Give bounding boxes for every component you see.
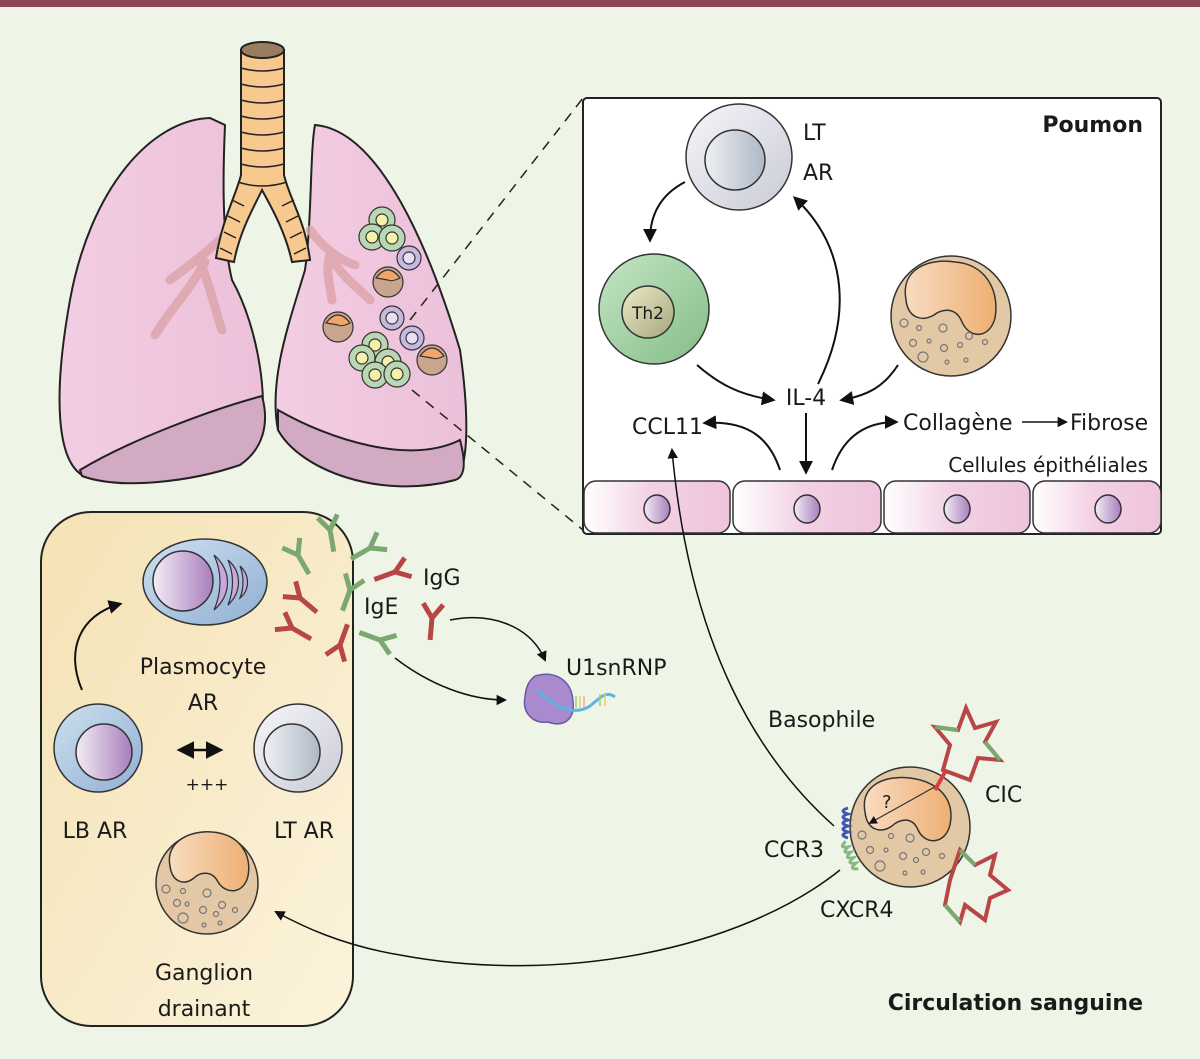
immune-complex-bottom [942, 846, 1012, 927]
top-accent-bar [0, 0, 1200, 7]
ige-antibody [281, 537, 312, 576]
left-lung-base [78, 394, 266, 485]
zoom-line-top [409, 97, 584, 321]
lt-ar-label-node: LT AR [274, 819, 334, 844]
collagen-label: Collagène [903, 411, 1013, 436]
ccl11-label: CCL11 [632, 415, 703, 440]
lung-panel-title: Poumon [1042, 113, 1143, 138]
basophil-circulation [840, 702, 1012, 927]
interaction-label: +++ [186, 775, 229, 795]
basophil-node [155, 831, 259, 935]
trachea [214, 49, 312, 264]
lung-panel: Poumon LT AR Th2 [582, 97, 1162, 535]
immune-complex-top [930, 702, 1005, 791]
igg-antibody [421, 601, 446, 641]
igg-label: IgG [423, 566, 461, 591]
igg-antibody [373, 556, 413, 582]
circulation-title: Circulation sanguine [888, 991, 1143, 1016]
plasmocyte-label-line1: Plasmocyte [140, 655, 267, 680]
lt-ar-cell-lung [685, 103, 793, 211]
ige-antibody [315, 513, 340, 553]
ige-label: IgE [364, 595, 398, 620]
lung-cell-infiltrate [322, 206, 448, 389]
ganglion-label-line1: Ganglion [155, 961, 253, 986]
th2-cell [598, 253, 710, 365]
ige-antibody [349, 531, 388, 562]
antibodies-group [274, 513, 446, 663]
igg-antibody [282, 580, 319, 615]
epithelial-label: Cellules épithéliales [948, 453, 1148, 477]
basophil-label: Basophile [768, 708, 875, 733]
ganglion-label-line2: drainant [158, 997, 251, 1022]
th2-label: Th2 [631, 304, 664, 324]
ige-antibody [358, 630, 398, 656]
lt-ar-cell-node [253, 703, 343, 793]
u1snrnp-label: U1snRNP [566, 656, 667, 681]
zoom-line-bottom [411, 389, 584, 531]
ccl11-chemotaxis-arrow [667, 447, 835, 827]
igg-antibody [274, 611, 313, 642]
epithelial-layer [583, 480, 1162, 534]
homing-arrow [274, 869, 841, 967]
lt-ar-label-line1: LT [803, 121, 826, 146]
lungs-illustration [58, 41, 468, 488]
lb-ar-label: LB AR [63, 819, 128, 844]
plasmocyte-cell [142, 538, 268, 626]
cic-label: CIC [985, 783, 1022, 808]
lb-ar-cell [53, 703, 143, 793]
ccr3-label: CCR3 [764, 838, 824, 863]
question-label: ? [882, 792, 892, 813]
fibrosis-label: Fibrose [1070, 411, 1148, 436]
il4-label: IL-4 [786, 386, 826, 411]
right-lung-base [277, 408, 465, 488]
ige-antibody [340, 572, 366, 612]
plasmocyte-label-line2: AR [188, 691, 218, 716]
trachea-top [240, 41, 285, 59]
lymph-node-panel: Plasmocyte AR +++ LB AR LT AR Gangli [40, 511, 354, 1027]
u1snrnp-antigen [523, 673, 616, 725]
lt-ar-label-line2: AR [803, 161, 833, 186]
basophil-lung [890, 255, 1012, 377]
cxcr4-label: CXCR4 [820, 898, 893, 923]
igg-antibody [324, 623, 350, 663]
